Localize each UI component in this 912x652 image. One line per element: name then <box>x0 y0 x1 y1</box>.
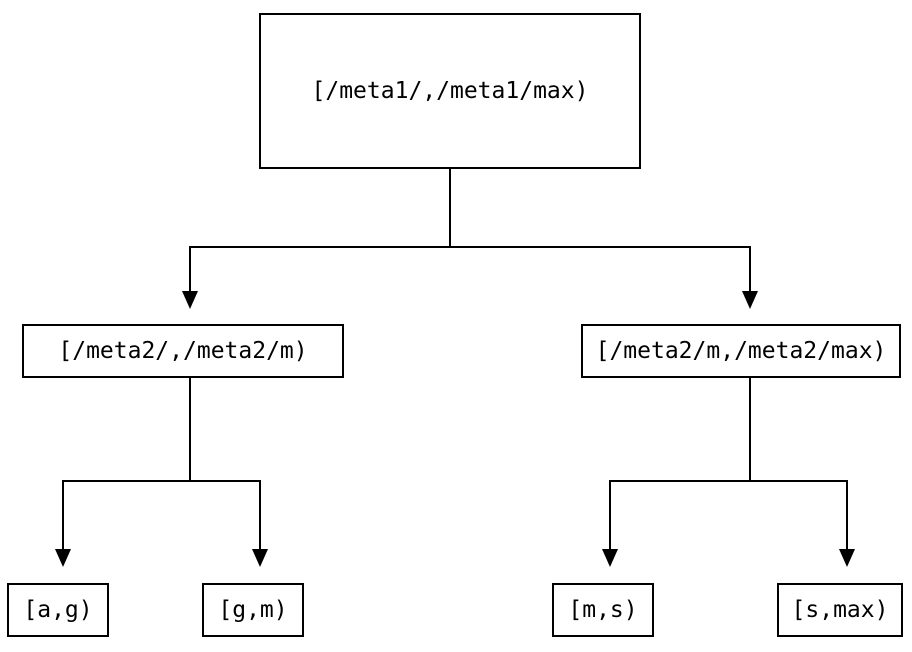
node-box <box>7 583 109 637</box>
tree-node-leaf-smax: [s,max) <box>777 583 903 637</box>
node-box <box>581 324 901 378</box>
tree-node-meta2-high: [/meta2/m,/meta2/max) <box>581 324 901 378</box>
tree-node-leaf-ag: [a,g) <box>7 583 109 637</box>
tree-node-leaf-gm: [g,m) <box>202 583 304 637</box>
node-box <box>22 324 344 378</box>
tree-node-root: [/meta1/,/meta1/max) <box>259 13 641 169</box>
node-label: [s,max) <box>792 597 889 623</box>
edge-group-meta2-high <box>602 377 855 567</box>
node-label: [/meta2/m,/meta2/max) <box>596 338 887 364</box>
node-label: [a,g) <box>23 597 92 623</box>
node-label: [/meta1/,/meta1/max) <box>312 78 589 104</box>
node-box <box>202 583 304 637</box>
arrowhead-icon <box>602 549 618 567</box>
arrowhead-icon <box>182 291 198 309</box>
node-box <box>259 13 641 169</box>
tree-node-leaf-ms: [m,s) <box>552 583 654 637</box>
arrowhead-icon <box>55 549 71 567</box>
node-box <box>777 583 903 637</box>
edge-group-root <box>182 168 758 309</box>
node-box <box>552 583 654 637</box>
arrowhead-icon <box>252 549 268 567</box>
node-label: [/meta2/,/meta2/m) <box>58 338 307 364</box>
arrowhead-icon <box>742 291 758 309</box>
arrowhead-icon <box>839 549 855 567</box>
edge-group-meta2-low <box>55 377 268 567</box>
node-label: [g,m) <box>218 597 287 623</box>
node-label: [m,s) <box>568 597 637 623</box>
tree-node-meta2-low: [/meta2/,/meta2/m) <box>22 324 344 378</box>
